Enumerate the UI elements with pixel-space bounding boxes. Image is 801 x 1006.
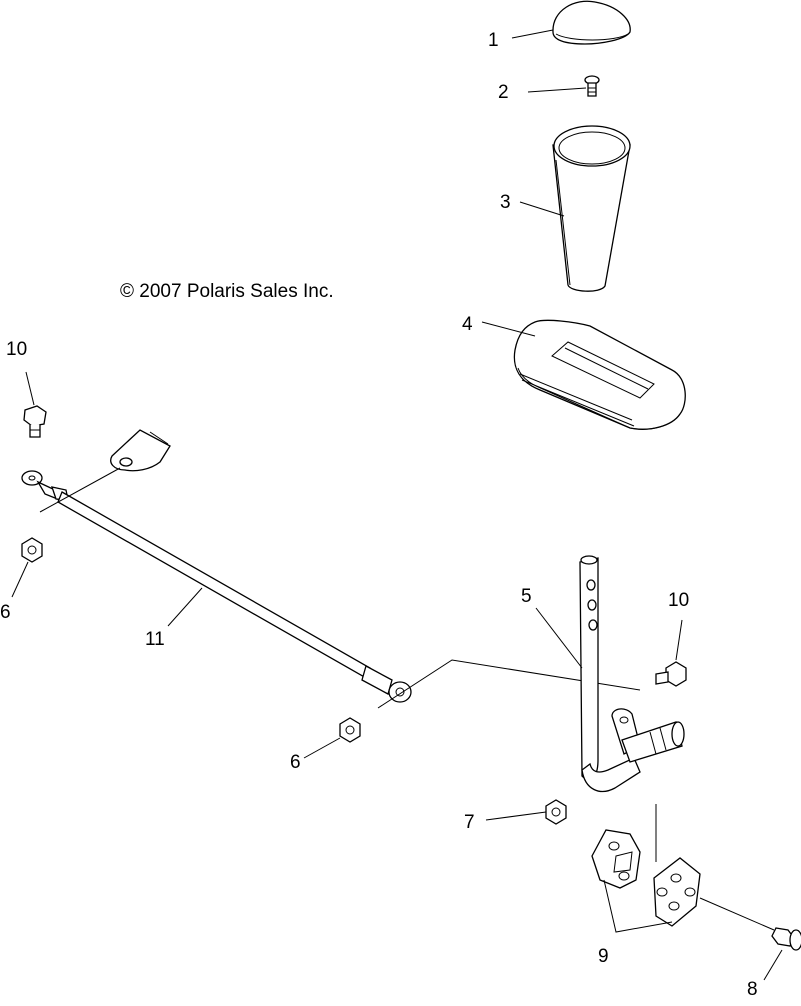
- callout-7: 7: [464, 812, 475, 833]
- callout-2: 2: [498, 82, 509, 103]
- bracket-tab: [110, 429, 171, 472]
- leader-6-bottom: [303, 737, 341, 759]
- callout-10-right: 10: [668, 590, 689, 611]
- part-8-bolt: [771, 927, 801, 951]
- leader-3: [519, 201, 565, 217]
- part-3-knob-sleeve: [552, 125, 631, 292]
- leader-2: [527, 87, 587, 93]
- callout-1: 1: [488, 30, 499, 51]
- part-5-shift-lever: [579, 555, 685, 793]
- callout-11: 11: [145, 629, 165, 650]
- part-10-bolt-left: [23, 405, 47, 438]
- callout-9: 9: [598, 946, 609, 967]
- leader-5: [535, 607, 583, 669]
- leader-6-left: [11, 561, 29, 598]
- part-1-cap: [552, 0, 631, 45]
- part-9-bracket: [591, 829, 701, 927]
- part-6-nut-bottom: [339, 717, 361, 743]
- callout-3: 3: [500, 192, 511, 213]
- bracket-bolt-line: [699, 897, 775, 931]
- leader-7: [485, 811, 547, 821]
- leader-9: [603, 879, 673, 933]
- part-10-bolt-right: [655, 661, 687, 687]
- leader-8: [763, 949, 783, 981]
- leader-10-left: [25, 371, 35, 406]
- copyright-text: © 2007 Polaris Sales Inc.: [120, 281, 334, 302]
- part-4-shift-pad: [513, 319, 686, 430]
- callout-5: 5: [521, 586, 532, 607]
- leader-11: [167, 587, 203, 627]
- leader-4: [481, 321, 536, 337]
- part-7-nut: [545, 799, 567, 825]
- part-11-shift-rod: [21, 470, 412, 703]
- connection-line: [377, 659, 641, 709]
- part-6-nut-left: [21, 537, 43, 563]
- callout-8: 8: [747, 979, 758, 1000]
- callout-4: 4: [462, 314, 473, 335]
- callout-6-left: 6: [0, 602, 11, 623]
- leader-10-right: [675, 619, 683, 661]
- callout-10-left: 10: [6, 339, 27, 360]
- callout-6-bottom: 6: [290, 752, 301, 773]
- part-2-screw: [584, 75, 600, 97]
- leader-1: [511, 29, 554, 39]
- rod-leader-line: [39, 467, 121, 513]
